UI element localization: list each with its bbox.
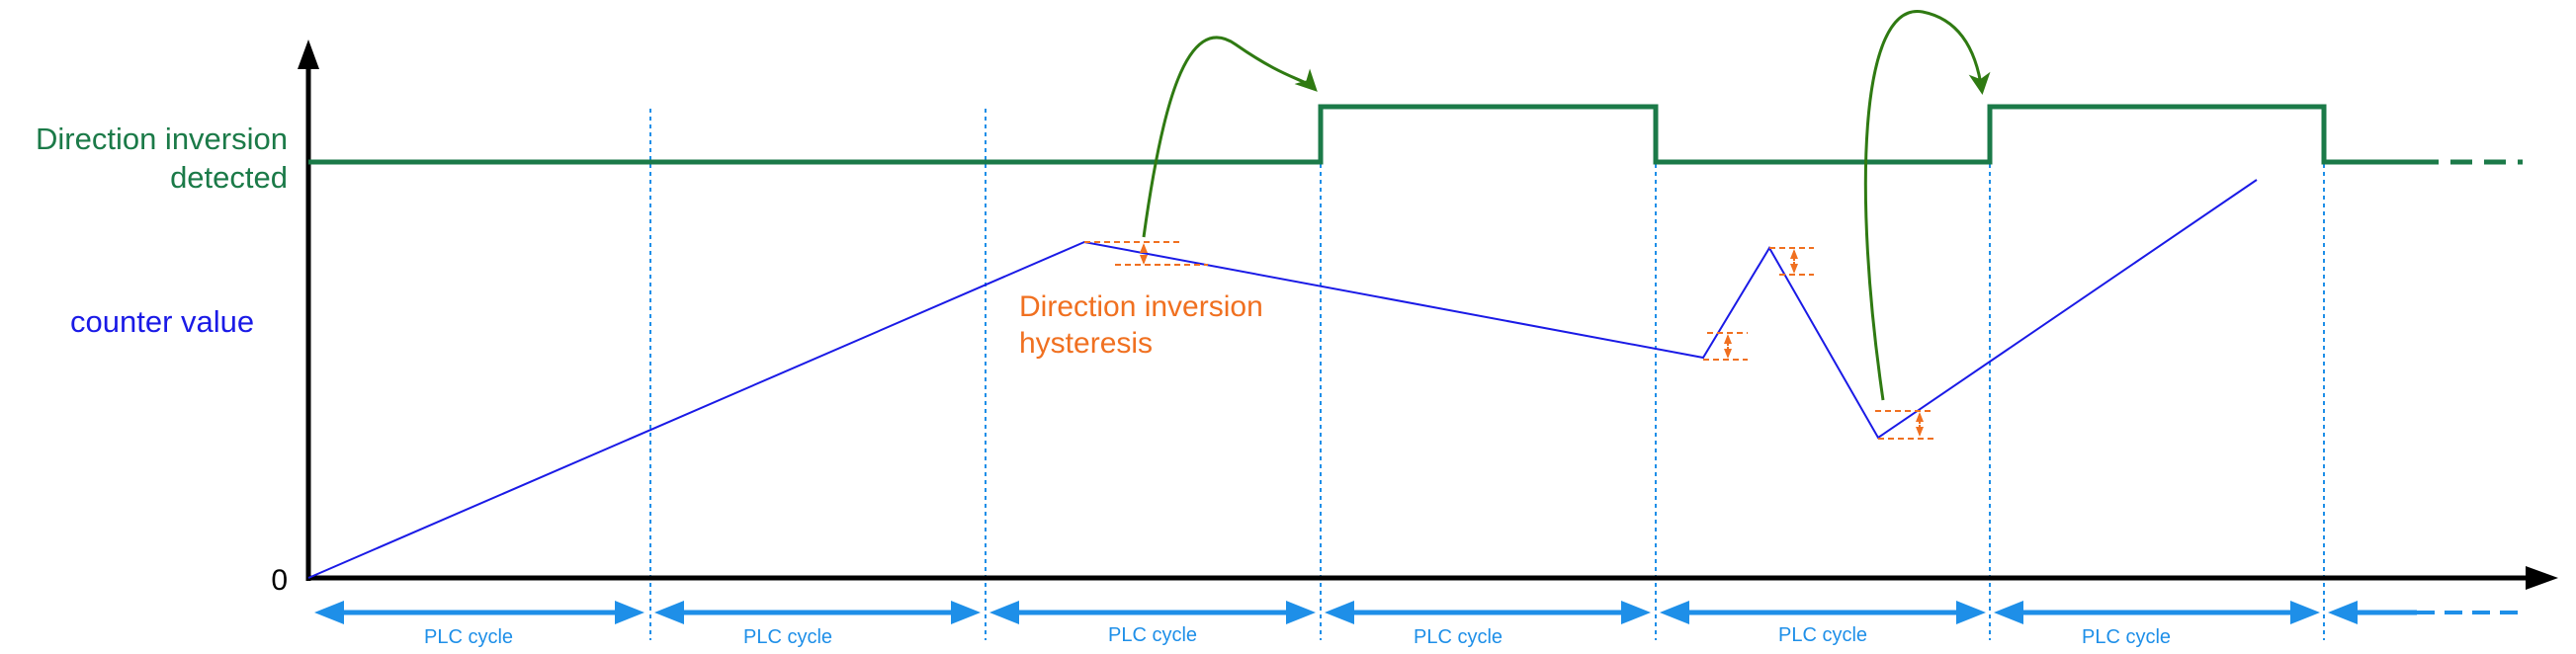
direction-signal-line [308,104,2417,165]
hysteresis-marker-2 [1703,332,1748,361]
plc-cycle-arrow-2 [654,601,981,624]
cycle-boundaries [649,109,2325,640]
direction-inversion-label-line2: detected [170,160,288,195]
y-axis-arrowhead [298,40,319,69]
plc-cycle-label-1: PLC cycle [424,626,513,648]
plc-cycle-arrow-5 [1660,601,1986,624]
hysteresis-label-line1: Direction inversion [1019,290,1263,323]
plc-cycle-label-4: PLC cycle [1414,626,1503,648]
detection-arrow-2 [1863,10,1991,401]
plc-cycle-arrow-1 [314,601,644,624]
plc-cycle-label-5: PLC cycle [1778,624,1867,646]
plc-cycle-label-6: PLC cycle [2082,626,2171,648]
plc-cycle-arrow-3 [989,601,1316,624]
plc-cycle-labels: PLC cycle PLC cycle PLC cycle PLC cycle … [424,624,2171,648]
zero-label: 0 [271,564,288,597]
hysteresis-marker-3 [1769,247,1814,276]
plc-cycle-label-3: PLC cycle [1108,624,1197,646]
counter-value-label: counter value [70,304,254,339]
hysteresis-label-line2: hysteresis [1019,327,1153,360]
hysteresis-marker-4 [1875,410,1934,440]
plc-cycle-arrow-6 [1994,601,2320,624]
hysteresis-marker-1 [1084,241,1208,266]
plc-cycle-arrow-4 [1325,601,1651,624]
detection-arrow-1 [1142,36,1318,238]
plc-cycle-label-2: PLC cycle [743,626,832,648]
plc-cycle-arrows [314,601,2519,624]
counter-value-line [307,179,2258,579]
direction-inversion-label-line1: Direction inversion [36,122,288,156]
plc-cycle-arrow-7-partial [2328,601,2519,624]
x-axis-arrowhead [2526,566,2558,590]
